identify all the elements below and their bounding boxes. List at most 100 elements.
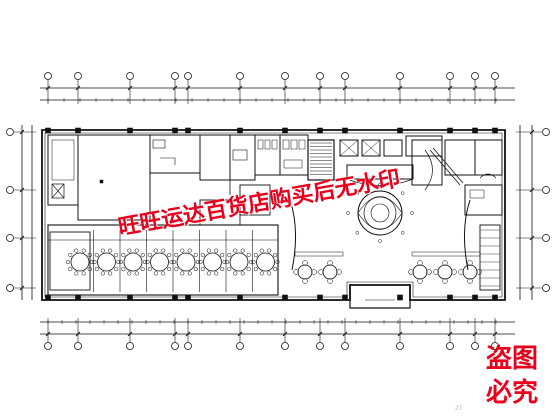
banquet-chair [121,252,126,257]
elevator-2-cross [361,139,381,157]
elevator-shaft [51,183,65,199]
axis-bubble-bottom [471,342,479,350]
cafe-service-counter [479,224,501,291]
banquet-chair [127,248,132,253]
axis-bubble-top [74,72,82,80]
banquet-chair [220,252,225,257]
axis-bubble-bottom [171,342,179,350]
banquet-chair [127,271,132,276]
axis-bubble-right [542,128,550,136]
axis-bubble-bottom [184,342,192,350]
banquet-chair [187,248,192,253]
axis-bubble-top [446,72,454,80]
banquet-chair [267,271,272,276]
banquet-chair [121,267,126,272]
dim-slash-right [529,235,535,241]
stamp-line-2: 必究 [485,378,538,408]
axis-bubble-bottom [491,342,499,350]
lobby-railing [429,149,461,186]
banquet-chair [224,259,230,265]
dim-slash-bottom [447,331,453,337]
banquet-round-table [123,252,143,272]
banquet-chair [94,252,99,257]
toilet-stall [298,139,306,150]
axis-bubble-bottom [316,342,324,350]
cafe-chair [417,260,423,266]
axis-bubble-bottom [281,342,289,350]
banquet-round-table [229,252,249,272]
copyright-stamp: 盗图 必究 [470,342,554,410]
lobby-planter [400,191,405,195]
toilet-stall [257,139,264,150]
banquet-round-table [70,252,90,272]
door-swing [479,173,497,179]
office-room [229,134,256,181]
structural-column [237,294,243,301]
cafe-chair [467,260,473,266]
manager-office [444,139,476,176]
banquet-chair [100,271,105,276]
dim-slash-right [529,129,535,135]
cafe-chair [451,269,457,275]
banquet-chair [134,248,139,253]
lobby-curved-wall-left [289,199,297,271]
axis-bubble-top [126,72,134,80]
dim-slash-top [447,85,453,91]
banquet-chair [171,259,177,265]
axis-bubble-left [6,186,14,194]
axis-bubble-left [6,284,14,292]
axis-bubble-bottom [44,342,52,350]
structural-column [172,127,178,134]
dim-slash-top [237,85,243,91]
dim-slash-top [492,85,498,91]
banquet-chair [134,271,139,276]
dim-slash-bottom [185,331,191,337]
axis-bubble-bottom [74,342,82,350]
cafe-chair [293,269,299,275]
right-dimension-lines [516,125,550,300]
banquet-chair [153,248,158,253]
dim-slash-bottom [172,331,178,337]
banquet-chair [161,248,166,253]
axis-bubble-left [6,128,14,136]
dim-slash-top [397,85,403,91]
cafe-round-table [297,264,313,280]
structural-column [185,127,191,134]
toilet-stall [290,139,298,150]
kitchen-column [99,179,104,184]
banquet-round-table [176,252,196,272]
storage-shelving [51,139,75,181]
vip-dining-room [49,231,91,291]
axis-bubble-bottom [396,342,404,350]
banquet-chair [187,271,192,276]
banquet-chair [114,252,119,257]
reception-desk [346,164,414,180]
restroom-block-2 [279,134,309,176]
banquet-chair [251,259,256,265]
banquet-chair [206,271,211,276]
banquet-chair [174,267,179,272]
structural-column [342,294,348,301]
banquet-chair [161,271,166,276]
toilet-stall [264,139,271,150]
axis-bubble-left [6,234,14,242]
dim-slash-bottom [237,331,243,337]
office-desk [469,189,485,199]
banquet-chair [74,271,79,276]
structural-column [237,127,243,134]
staircase [307,139,335,181]
banquet-chair [240,248,245,253]
structural-column [282,127,288,134]
banquet-chair [259,271,264,276]
kitchen-area [77,134,151,221]
cafe-chair [458,269,464,275]
prep-counter [152,139,166,149]
lobby-feature-ring [363,196,397,230]
structural-column [397,294,403,301]
banquet-chair [253,252,258,257]
banquet-chair [193,267,198,272]
banquet-chair [108,248,113,253]
cafe-round-table [437,264,453,280]
banquet-round-table [97,252,116,272]
